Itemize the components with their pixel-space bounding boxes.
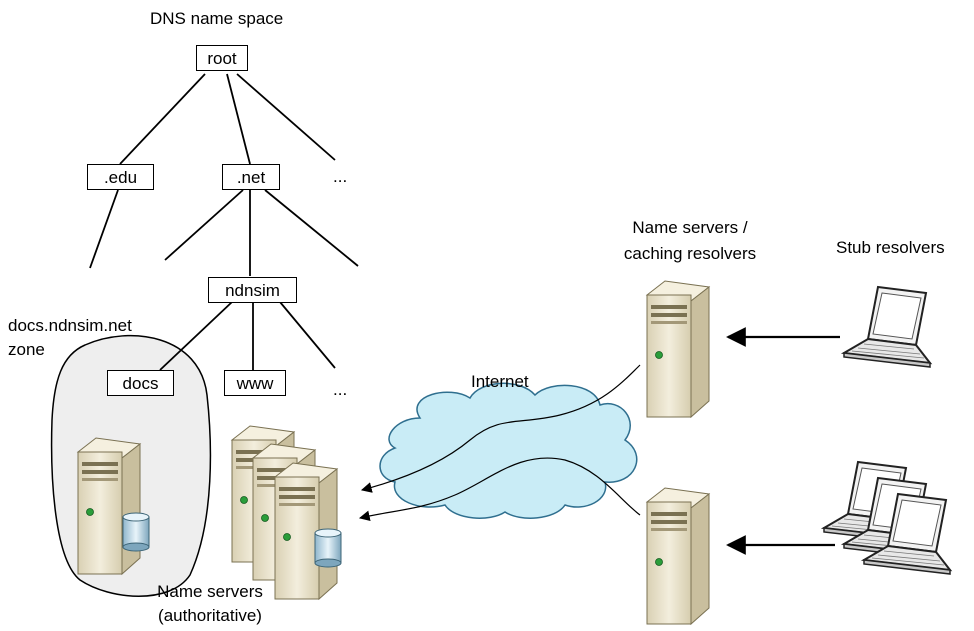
stub-laptop-icon-1: [843, 286, 931, 368]
zone-label-line2: zone: [8, 340, 45, 359]
tree-edges: [89, 73, 359, 371]
ellipsis-top: ...: [333, 167, 348, 186]
diagram-title: DNS name space: [150, 9, 284, 28]
node-net: .net: [222, 164, 280, 190]
internet-label: Internet: [471, 372, 529, 391]
caching-server-icon-1: [646, 280, 710, 418]
node-edu: .edu: [87, 164, 154, 190]
database-icon-zone: [122, 512, 150, 552]
caching-label-line1: Name servers /: [632, 218, 748, 237]
stub-resolvers-label: Stub resolvers: [836, 238, 945, 257]
internet-cloud: [379, 382, 638, 519]
resolver-arrows: [726, 327, 840, 555]
node-ndnsim: ndnsim: [208, 277, 297, 303]
node-www: www: [224, 370, 286, 396]
authoritative-label-line1: Name servers: [157, 582, 263, 601]
caching-server-icon-2: [646, 487, 710, 625]
node-root: root: [196, 45, 248, 71]
database-icon-auth: [314, 528, 342, 568]
caching-label-line2: caching resolvers: [623, 244, 757, 263]
ellipsis-bottom: ...: [333, 380, 348, 399]
node-docs: docs: [107, 370, 174, 396]
authoritative-label-line2: (authoritative): [158, 606, 262, 625]
zone-server-icon: [77, 437, 141, 575]
zone-label-line1: docs.ndnsim.net: [8, 316, 132, 335]
network-links: [358, 364, 641, 522]
